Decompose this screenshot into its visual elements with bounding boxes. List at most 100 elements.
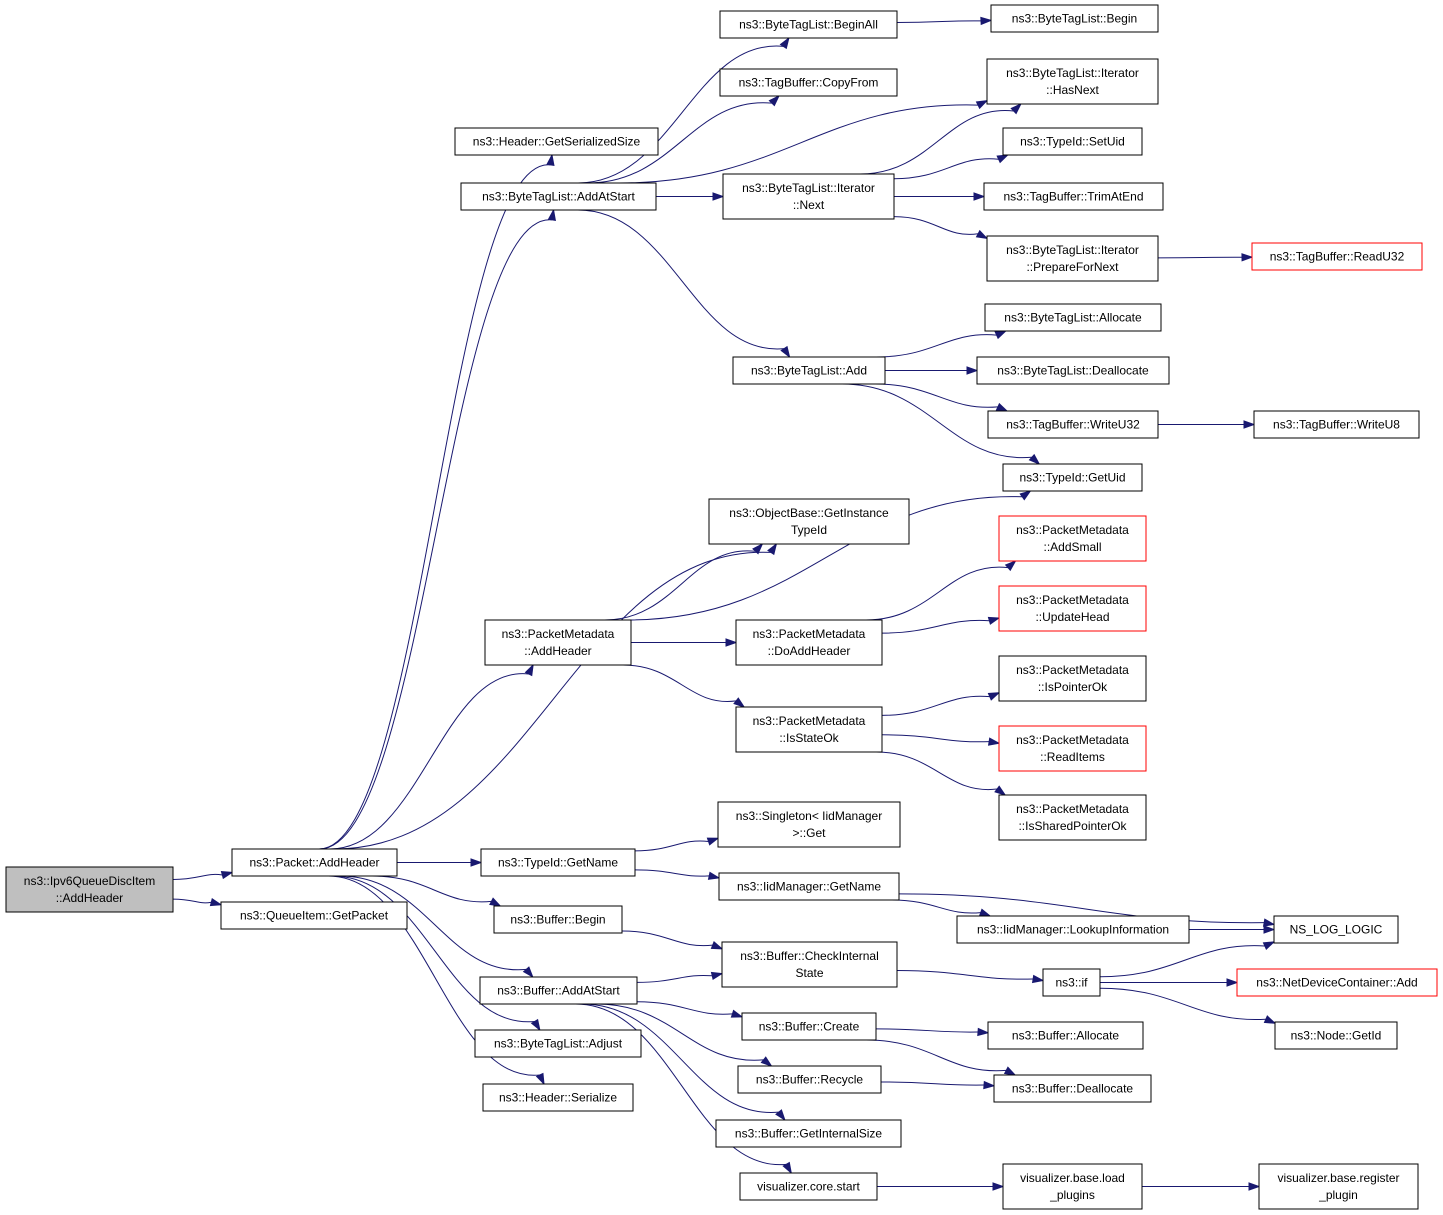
node-visualizer-base-load-plugins[interactable]: visualizer.base.load_plugins [1002, 1163, 1143, 1210]
node-typeid-setuid[interactable]: ns3::TypeId::SetUid [1002, 127, 1143, 156]
node-singleton-get[interactable]: ns3::Singleton< IidManager>::Get [717, 801, 901, 848]
node-label: ns3::Buffer::Deallocate [1012, 1082, 1134, 1096]
node-label: ns3::TagBuffer::TrimAtEnd [1003, 190, 1143, 204]
node-label: ns3::if [1055, 976, 1088, 990]
node-buffer-recycle[interactable]: ns3::Buffer::Recycle [737, 1065, 882, 1094]
node-buffer-create[interactable]: ns3::Buffer::Create [741, 1012, 877, 1041]
node-btl-add[interactable]: ns3::ByteTagList::Add [732, 356, 886, 385]
node-buffer-allocate[interactable]: ns3::Buffer::Allocate [987, 1021, 1144, 1050]
node-label: ns3::Packet::AddHeader [249, 856, 379, 870]
node-iidmanager-getname[interactable]: ns3::IidManager::GetName [718, 872, 900, 901]
node-pm-updatehead[interactable]: ns3::PacketMetadata::UpdateHead [998, 585, 1147, 632]
arrowhead-icon [782, 1161, 793, 1175]
node-btl-deallocate[interactable]: ns3::ByteTagList::Deallocate [976, 356, 1170, 385]
edge-root-to-queueitem_getpacket [172, 898, 212, 904]
node-tagbuffer-writeu32[interactable]: ns3::TagBuffer::WriteU32 [987, 410, 1159, 439]
arrowhead-icon [994, 785, 1007, 796]
node-header-getserializedsize[interactable]: ns3::Header::GetSerializedSize [454, 127, 659, 156]
node-tagbuffer-readu32[interactable]: ns3::TagBuffer::ReadU32 [1251, 242, 1423, 271]
node-pm-doaddheader[interactable]: ns3::PacketMetadata::DoAddHeader [735, 619, 883, 666]
node-box [719, 10, 898, 39]
node-label: ns3::Buffer::AddAtStart [497, 984, 620, 998]
node-label: ::Next [793, 198, 825, 212]
node-tagbuffer-copyfrom[interactable]: ns3::TagBuffer::CopyFrom [719, 68, 898, 97]
node-box [454, 127, 659, 156]
edge-buffer_create-to-buffer_allocate [875, 1028, 979, 1033]
node-box [1258, 1163, 1419, 1210]
node-ns-log-logic[interactable]: NS_LOG_LOGIC [1273, 915, 1399, 944]
node-box [480, 848, 636, 877]
edge-btl_iter_next-to-btl_iter_hasnext [860, 110, 1014, 175]
node-buffer-getinternalsize[interactable]: ns3::Buffer::GetInternalSize [715, 1119, 902, 1148]
node-header-serialize[interactable]: ns3::Header::Serialize [482, 1083, 634, 1112]
node-typeid-getuid[interactable]: ns3::TypeId::GetUid [1002, 463, 1143, 492]
node-pm-addheader[interactable]: ns3::PacketMetadata::AddHeader [484, 619, 632, 666]
edge-pm_addheader-to-objectbase_getinstancetypeid [604, 550, 756, 621]
node-label: ns3::ByteTagList::Iterator [1006, 66, 1139, 80]
node-box [220, 901, 408, 930]
node-box [990, 4, 1159, 33]
arrowhead-icon [1263, 1015, 1277, 1024]
node-box [998, 655, 1147, 702]
node-box [741, 1012, 877, 1041]
node-btl-addatstart[interactable]: ns3::ByteTagList::AddAtStart [460, 182, 657, 211]
node-root[interactable]: ns3::Ipv6QueueDiscItem::AddHeader [5, 866, 174, 913]
node-ns3-if[interactable]: ns3::if [1042, 968, 1101, 997]
node-buffer-begin[interactable]: ns3::Buffer::Begin [493, 905, 623, 934]
node-btl-iter-hasnext[interactable]: ns3::ByteTagList::Iterator::HasNext [986, 58, 1159, 105]
node-pm-ispointerok[interactable]: ns3::PacketMetadata::IsPointerOk [998, 655, 1147, 702]
node-typeid-getname[interactable]: ns3::TypeId::GetName [480, 848, 636, 877]
node-label: ns3::ByteTagList::BeginAll [739, 18, 878, 32]
node-queueitem-getpacket[interactable]: ns3::QueueItem::GetPacket [220, 901, 408, 930]
node-label: >::Get [792, 826, 826, 840]
node-btl-beginall[interactable]: ns3::ByteTagList::BeginAll [719, 10, 898, 39]
arrowhead-icon [994, 330, 1008, 340]
arrowhead-icon [768, 94, 780, 107]
edge-pm_doaddheader-to-pm_updatehead [881, 619, 990, 634]
node-label: ns3::TypeId::GetUid [1019, 471, 1125, 485]
edge-btl_addatstart-to-btl_add [577, 209, 785, 350]
arrowhead-icon [1003, 1066, 1017, 1076]
node-box [1273, 915, 1399, 944]
node-packet-addheader[interactable]: ns3::Packet::AddHeader [231, 848, 398, 877]
arrowhead-icon [220, 871, 234, 880]
node-box [1042, 968, 1101, 997]
arrowhead-icon [996, 154, 1010, 164]
node-label: ns3::NetDeviceContainer::Add [1256, 976, 1417, 990]
node-netdevicecontainer-add[interactable]: ns3::NetDeviceContainer::Add [1236, 968, 1438, 997]
node-label: ns3::PacketMetadata [753, 714, 866, 728]
arrowhead-icon [710, 941, 724, 950]
arrowhead-icon [779, 36, 790, 50]
arrowhead-icon [706, 837, 720, 846]
arrowhead-icon [530, 1018, 541, 1032]
node-pm-issharedpointerok[interactable]: ns3::PacketMetadata::IsSharedPointerOk [998, 794, 1147, 841]
node-buffer-addatstart[interactable]: ns3::Buffer::AddAtStart [479, 976, 638, 1005]
node-tagbuffer-trimatend[interactable]: ns3::TagBuffer::TrimAtEnd [983, 182, 1164, 211]
node-visualizer-core-start[interactable]: visualizer.core.start [739, 1172, 878, 1201]
node-pm-addsmall[interactable]: ns3::PacketMetadata::AddSmall [998, 515, 1147, 562]
node-visualizer-base-register-plugin[interactable]: visualizer.base.register_plugin [1258, 1163, 1419, 1210]
node-box [993, 1074, 1152, 1103]
node-btl-iter-preparefornext[interactable]: ns3::ByteTagList::Iterator::PrepareForNe… [986, 235, 1159, 282]
edge-buffer_addatstart-to-buffer_recycle [596, 1003, 764, 1061]
node-label: ::DoAddHeader [768, 644, 851, 658]
node-pm-isstateok[interactable]: ns3::PacketMetadata::IsStateOk [735, 706, 883, 753]
node-btl-iter-next[interactable]: ns3::ByteTagList::Iterator::Next [722, 173, 895, 220]
node-box [1002, 127, 1143, 156]
node-label: ns3::TagBuffer::ReadU32 [1270, 250, 1405, 264]
edge-packet_addheader-to-buffer_addatstart [340, 875, 527, 971]
node-box [998, 585, 1147, 632]
node-pm-readitems[interactable]: ns3::PacketMetadata::ReadItems [998, 725, 1147, 772]
node-btl-allocate[interactable]: ns3::ByteTagList::Allocate [984, 303, 1162, 332]
node-box [739, 1172, 878, 1201]
node-node-getid[interactable]: ns3::Node::GetId [1274, 1021, 1398, 1050]
node-iidmanager-lookupinformation[interactable]: ns3::IidManager::LookupInformation [956, 915, 1190, 944]
node-tagbuffer-writeu8[interactable]: ns3::TagBuffer::WriteU8 [1253, 410, 1420, 439]
arrowhead-icon [980, 16, 993, 26]
node-btl-begin[interactable]: ns3::ByteTagList::Begin [990, 4, 1159, 33]
node-buffer-deallocate[interactable]: ns3::Buffer::Deallocate [993, 1074, 1152, 1103]
node-btl-adjust[interactable]: ns3::ByteTagList::Adjust [474, 1029, 642, 1058]
node-box [986, 235, 1159, 282]
